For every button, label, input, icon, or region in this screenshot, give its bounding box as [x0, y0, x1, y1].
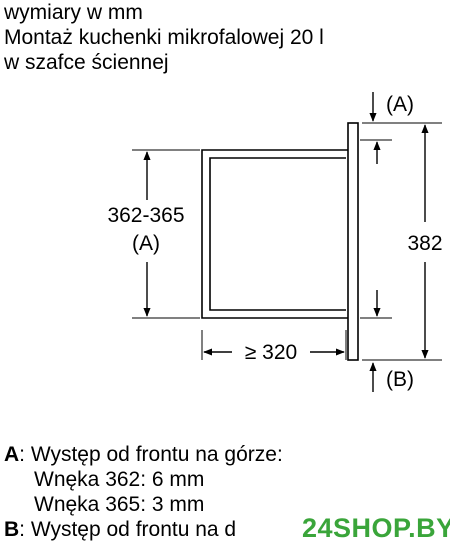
note-a-key: A — [4, 443, 20, 466]
title-line-units: wymiary w mm — [4, 1, 143, 24]
dimension-height-label: 382 — [407, 232, 442, 255]
title-line-product: Montaż kuchenki mikrofalowej 20 l — [4, 26, 324, 49]
note-b-text: : Występ od frontu na d — [19, 518, 237, 541]
shop-watermark: 24SHOP.BY — [302, 506, 450, 550]
niche-outline-outer — [201, 149, 348, 319]
note-a-niche-365: Wnęka 365: 3 mm — [34, 493, 205, 516]
front-frame — [347, 122, 359, 361]
dimension-niche-height-label: 362-365 — [107, 204, 184, 227]
note-a-text: : Występ od frontu na górze: — [19, 443, 283, 466]
notes-legend: A: Występ od frontu na górze: Wnęka 362:… — [4, 442, 283, 542]
note-a: A: Występ od frontu na górze: — [4, 442, 283, 467]
title-line-location: w szafce ściennej — [4, 51, 169, 74]
drawing-title: wymiary w mm Montaż kuchenki mikrofalowe… — [4, 0, 324, 75]
note-a-niche-362: Wnęka 362: 6 mm — [34, 468, 205, 491]
note-b-key: B — [4, 518, 20, 541]
note-b: B: Występ od frontu na d — [4, 517, 283, 542]
niche-outline-inner — [209, 157, 346, 311]
dimension-niche-height-ref: (A) — [132, 232, 160, 255]
overhang-label-b: (B) — [386, 368, 414, 391]
dimension-depth-label: ≥ 320 — [245, 341, 297, 364]
overhang-label-a: (A) — [386, 93, 414, 116]
